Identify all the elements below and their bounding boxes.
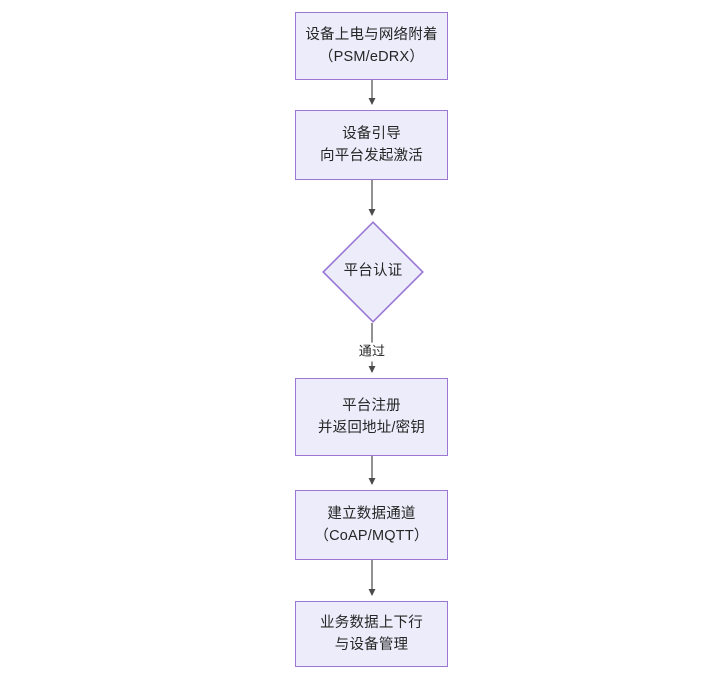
node-device-power-on[interactable]: 设备上电与网络附着 （PSM/eDRX） [295,12,448,80]
node-label: 平台注册 并返回地址/密钥 [317,397,426,436]
node-platform-registration[interactable]: 平台注册 并返回地址/密钥 [295,378,448,456]
node-label: 平台认证 [343,263,403,280]
node-business-data-and-device-management[interactable]: 业务数据上下行 与设备管理 [295,601,448,667]
node-label: 建立数据通道 （CoAP/MQTT） [314,505,429,544]
node-label: 设备上电与网络附着 （PSM/eDRX） [305,26,438,65]
node-device-bootstrap[interactable]: 设备引导 向平台发起激活 [295,110,448,180]
diamond-shape [322,221,424,323]
node-label: 设备引导 向平台发起激活 [320,125,423,164]
edge-label-pass: 通过 [355,342,389,362]
node-label: 业务数据上下行 与设备管理 [320,614,423,653]
node-establish-data-channel[interactable]: 建立数据通道 （CoAP/MQTT） [295,490,448,560]
node-platform-authentication[interactable]: 平台认证 [322,221,424,323]
